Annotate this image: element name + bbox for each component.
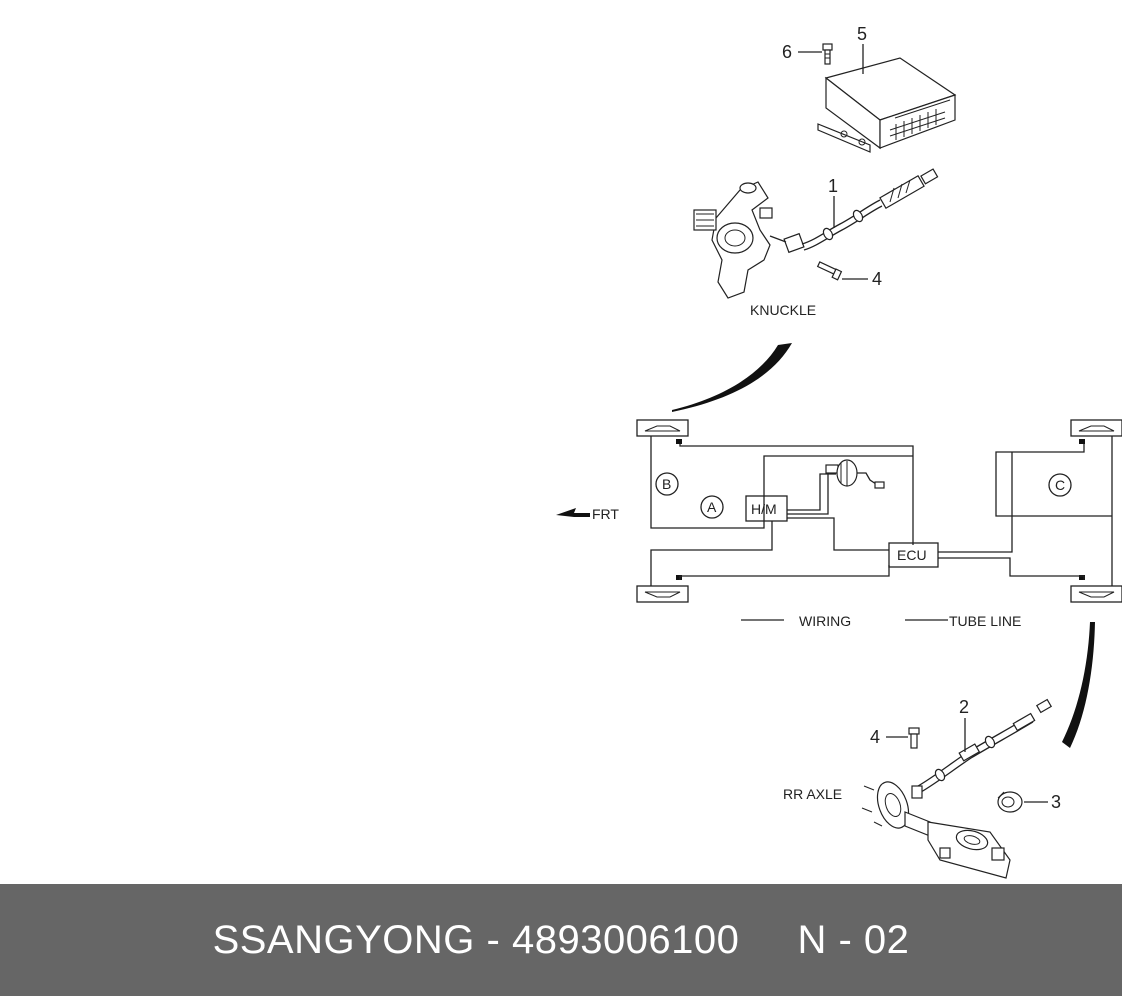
wheel-front-right xyxy=(1070,419,1122,444)
wheel-rear-right xyxy=(1070,575,1122,603)
callout-6: 6 xyxy=(782,42,792,62)
frt-label: FRT xyxy=(592,506,619,522)
cap-3-part xyxy=(997,791,1023,813)
bolt-4-rear-part xyxy=(908,727,920,749)
rr-axle-label: RR AXLE xyxy=(783,786,842,802)
circle-a-label: A xyxy=(707,499,717,515)
footer-part-number: 4893006100 xyxy=(511,917,740,962)
callout-4-rear: 4 xyxy=(870,727,880,747)
circle-b-label: B xyxy=(662,476,671,492)
callout-2: 2 xyxy=(959,697,969,717)
hydraulic-module-box xyxy=(745,495,788,522)
front-direction-arrow xyxy=(556,508,590,517)
knuckle-label: KNUCKLE xyxy=(750,302,816,318)
parts-diagram: 6 5 1 4 KNUCKLE xyxy=(556,24,1122,879)
footer-page-code: N - 02 xyxy=(797,917,910,962)
front-speed-sensor-part xyxy=(769,168,939,254)
hm-label: H/M xyxy=(751,501,777,517)
footer-separator: - xyxy=(474,917,512,962)
footer-gap xyxy=(739,918,797,963)
wheel-front-left xyxy=(636,419,689,444)
system-schematic: H/M ECU B A C xyxy=(636,419,1122,603)
rear-pointer-arrow xyxy=(1062,622,1095,748)
wheel-rear-left xyxy=(636,575,689,603)
ecu-label: ECU xyxy=(897,547,927,563)
bolt-4-front-part xyxy=(816,261,843,281)
rear-axle-part xyxy=(861,781,1011,879)
callout-3: 3 xyxy=(1051,792,1061,812)
wiring-legend-label: WIRING xyxy=(799,613,851,629)
circle-c-label: C xyxy=(1055,477,1065,493)
knuckle-part xyxy=(693,181,773,299)
brake-booster xyxy=(825,459,885,489)
callout-1: 1 xyxy=(828,176,838,196)
callout-5: 5 xyxy=(857,24,867,44)
callout-4-front: 4 xyxy=(872,269,882,289)
bolt-6-part xyxy=(822,43,833,65)
tube-line-legend-label: TUBE LINE xyxy=(949,613,1021,629)
ecu-module-part xyxy=(817,57,957,153)
footer-banner: SSANGYONG - 4893006100 N - 02 xyxy=(0,884,1122,996)
front-pointer-arrow xyxy=(672,343,792,412)
ecu-box xyxy=(888,542,939,568)
footer-brand: SSANGYONG xyxy=(212,917,475,962)
rear-speed-sensor-part xyxy=(911,698,1053,799)
